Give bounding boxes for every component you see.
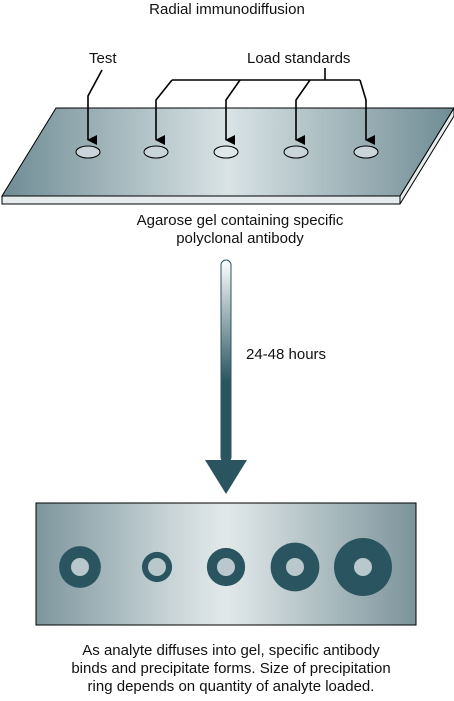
result-caption-line: binds and precipitate forms. Size of pre… xyxy=(71,660,391,677)
result-caption: As analyte diffuses into gel, specific a… xyxy=(71,642,390,696)
result-plate xyxy=(35,502,417,626)
standard-well xyxy=(143,145,169,159)
sample-well xyxy=(354,558,372,576)
gel-caption-line: Agarose gel containing specific xyxy=(136,212,344,229)
standard-well xyxy=(213,145,239,159)
test-arrow xyxy=(87,69,103,145)
sample-well xyxy=(217,558,235,576)
standard-arrow xyxy=(359,79,375,145)
arrow-shaft xyxy=(220,259,232,463)
sample-well xyxy=(71,558,89,576)
sample-well xyxy=(148,558,166,576)
result-caption-line: As analyte diffuses into gel, specific a… xyxy=(82,642,380,659)
precipitation-rings xyxy=(59,538,392,596)
incubation-duration: 24-48 hours xyxy=(246,346,327,363)
standard-arrow xyxy=(295,79,311,145)
loading-arrows xyxy=(87,68,375,145)
standard-arrow xyxy=(155,79,173,145)
slide-wells xyxy=(75,145,379,159)
gel-caption: Agarose gel containing specific polyclon… xyxy=(137,212,344,248)
standard-well xyxy=(283,145,309,159)
result-caption-line: ring depends on quantity of analyte load… xyxy=(87,678,375,695)
load-standards-label: Load standards xyxy=(247,50,351,67)
standard-well xyxy=(353,145,379,159)
gel-caption-line: polyclonal antibody xyxy=(176,230,304,247)
standard-arrow xyxy=(225,79,241,145)
incubation-arrow xyxy=(205,259,247,494)
arrow-head xyxy=(205,460,247,494)
test-label: Test xyxy=(89,50,117,67)
sample-well xyxy=(286,558,304,576)
test-well xyxy=(75,145,101,159)
diagram-title: Radial immunodiffusion xyxy=(149,1,305,18)
